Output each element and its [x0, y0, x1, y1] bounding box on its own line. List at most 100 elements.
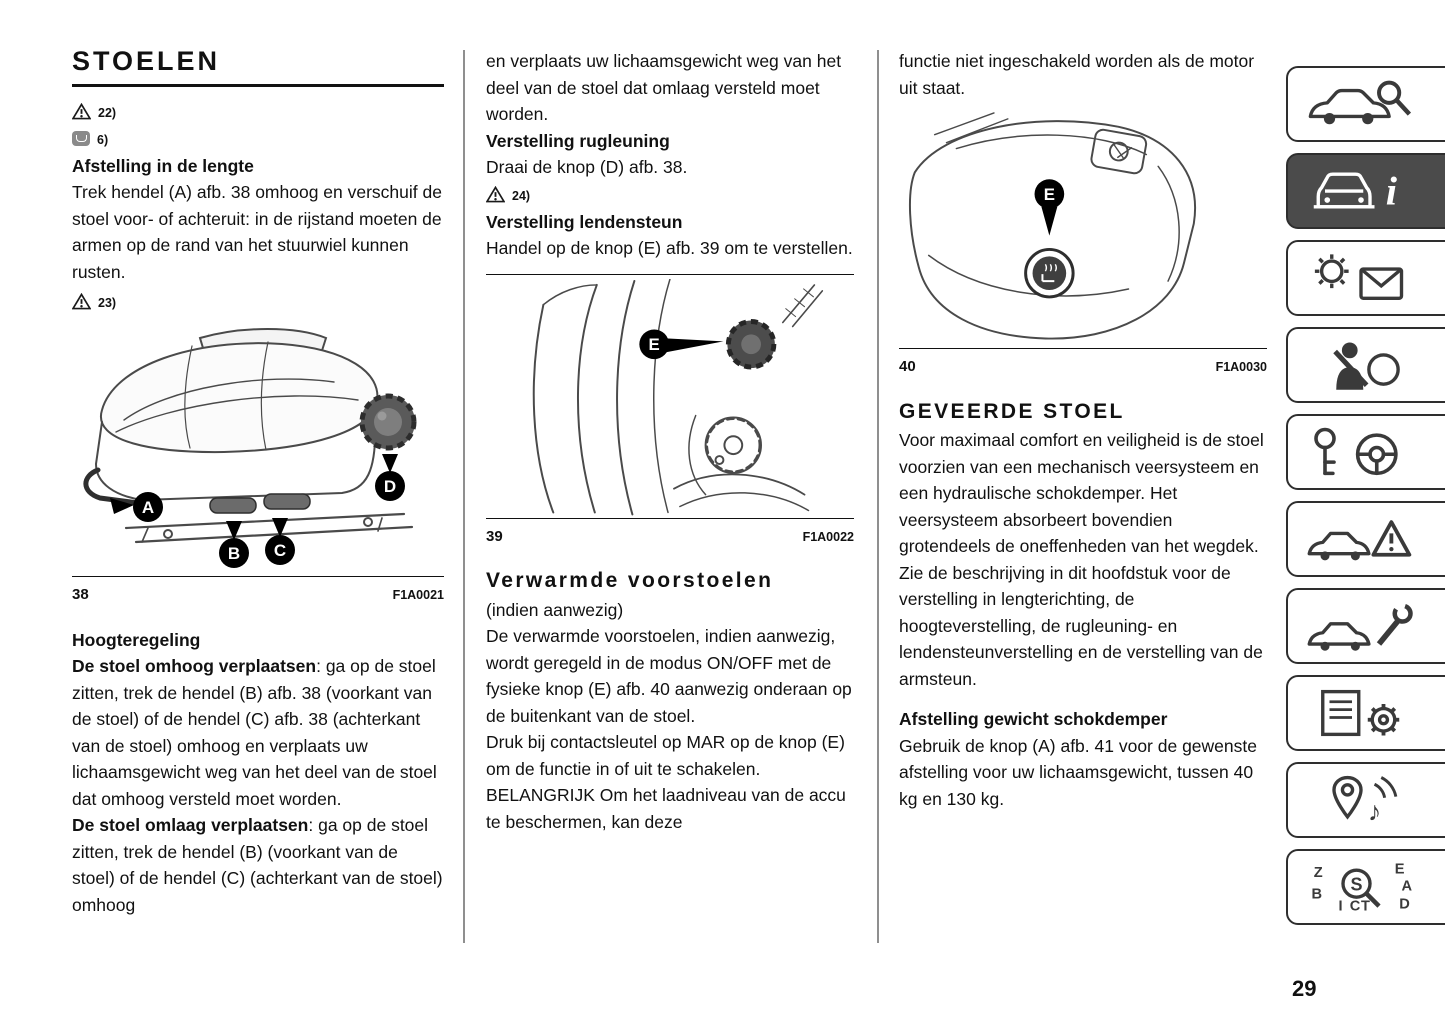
index-letter: A [1402, 878, 1413, 894]
paragraph-suspension-2: Zie de beschrijving in dit hoofdstuk voo… [899, 562, 1263, 689]
figure-39: E 39 F1A0022 [486, 273, 854, 551]
callout-b: B [228, 544, 240, 563]
warning-ref: 24) [512, 189, 531, 204]
bold-lead: De stoel omlaag verplaatsen [72, 815, 309, 835]
text: : ga op de stoel zitten, trek de hendel … [72, 815, 443, 915]
nav-tab-safety[interactable] [1286, 327, 1445, 403]
warning-ref: 23) [98, 295, 117, 310]
column-divider [463, 50, 465, 943]
multimedia-pin-note-icon: ♪ [1332, 775, 1398, 826]
index-letter: B [1312, 886, 1323, 902]
figure-number: 38 [72, 586, 89, 603]
figure-caption: 38 F1A0021 [72, 576, 444, 609]
figure-caption: 40 F1A0030 [899, 348, 1267, 381]
backrest-knob [359, 393, 417, 451]
figure-code: F1A0022 [802, 529, 854, 544]
heading-lumbar-adjustment: Verstelling lendensteun [486, 211, 683, 232]
warning-triangle-icon [72, 292, 91, 310]
section-title-heated-seats: Verwarmde voorstoelen [486, 569, 774, 593]
car-magnifier-icon [1308, 80, 1412, 125]
paragraph-heated-1: De verwarmde voorstoelen, indien aanwezi… [486, 626, 852, 726]
warning-ref-row: 24) [486, 182, 854, 208]
paragraph-continued: en verplaats uw lichaamsgewicht weg van … [486, 51, 842, 124]
nav-tab-emergency[interactable] [1286, 501, 1445, 577]
section-title-suspended-seat: GEVEERDE STOEL [899, 399, 1125, 423]
heading-backrest-adjustment: Verstelling rugleuning [486, 130, 670, 151]
index-letter: T [1361, 899, 1370, 914]
index-letter: E [1395, 862, 1405, 878]
warning-triangle-icon [72, 103, 91, 120]
nav-tab-maintenance[interactable] [1286, 588, 1445, 664]
caution-ref: 6) [97, 133, 109, 148]
figure-40: E 40 F1A0030 [899, 107, 1267, 381]
figure-38: A B C D 38 F1A0021 [72, 322, 444, 609]
rear-height-lever [263, 493, 311, 510]
chapter-nav-sidebar: i [1286, 66, 1445, 925]
heated-seat-button [1024, 247, 1075, 299]
paragraph-continued: functie niet ingeschakeld worden als de … [899, 51, 1255, 98]
car-warning-triangle-icon [1307, 520, 1412, 561]
column-divider [877, 50, 879, 943]
callout-e: E [649, 335, 660, 354]
figure-caption: 39 F1A0022 [486, 517, 854, 551]
index-letter: Z [1314, 865, 1323, 881]
seatbelt-person-icon [1333, 342, 1400, 390]
heading-height-adjustment: Hoogteregeling [72, 629, 201, 650]
nav-tab-index[interactable]: Z E A B C D T I S [1286, 849, 1445, 925]
warning-ref-row: 22) [72, 99, 444, 125]
key-steering-wheel-icon [1314, 427, 1398, 476]
column-left: STOELEN 22) 6) Afstelling in de lengte T… [72, 48, 444, 918]
column-right: functie niet ingeschakeld worden als de … [899, 48, 1267, 812]
callout-c: C [274, 541, 286, 560]
paragraph-weight: Gebruik de knop (A) afb. 41 voor de gewe… [899, 735, 1257, 809]
figure-number: 39 [486, 527, 503, 545]
nav-tab-starting-driving[interactable] [1286, 414, 1445, 490]
figure-code: F1A0030 [1215, 360, 1267, 375]
nav-tab-warning-lights[interactable] [1286, 240, 1445, 316]
paragraph-suspension-1: Voor maximaal comfort en veiligheid is d… [899, 430, 1264, 557]
car-info-icon: i [1313, 169, 1398, 214]
nav-tab-dashboard-info[interactable]: i [1286, 153, 1445, 229]
nav-tab-getting-to-know[interactable] [1286, 66, 1445, 142]
callout-d: D [384, 477, 396, 496]
paragraph-lumbar: Handel op de knop (E) afb. 39 om te vers… [486, 238, 853, 258]
lumbar-knob-illustration: E [532, 278, 824, 515]
car-wrench-icon [1307, 603, 1413, 651]
fig40-callouts: E [1034, 179, 1065, 236]
page-title: STOELEN [72, 48, 444, 87]
callout-a: A [142, 498, 154, 517]
warning-triangle-icon [486, 186, 505, 203]
page-number: 29 [1292, 976, 1317, 1001]
index-letter: I [1339, 899, 1343, 914]
figure-number: 40 [899, 358, 916, 376]
nav-tab-multimedia[interactable]: ♪ [1286, 762, 1445, 838]
subtitle-if-equipped: (indien aanwezig) [486, 599, 624, 620]
index-letter-s: S [1350, 874, 1362, 894]
heated-seat-button-illustration: E [908, 112, 1196, 340]
front-height-lever [209, 497, 257, 514]
heading-weight-adjustment: Afstelling gewicht schokdemper [899, 709, 1168, 730]
column-middle: en verplaats uw lichaamsgewicht weg van … [486, 48, 854, 835]
heading-length-adjustment: Afstelling in de lengte [72, 155, 254, 176]
caution-ref-row: 6) [72, 126, 444, 152]
paragraph-heated-3: BELANGRIJK Om het laadniveau van de accu… [486, 785, 846, 832]
callout-e: E [1044, 185, 1055, 204]
index-letter: D [1399, 896, 1410, 912]
index-letter: C [1350, 899, 1361, 914]
spec-sheet-gear-icon [1321, 689, 1400, 737]
text: : ga op de stoel zitten, trek de hendel … [72, 656, 437, 809]
warning-ref-row: 23) [72, 288, 444, 314]
paragraph-length-adjustment: Trek hendel (A) afb. 38 omhoog en versch… [72, 182, 442, 282]
fig39-callouts: E [639, 328, 724, 359]
music-note-glyph: ♪ [1368, 796, 1382, 826]
paragraph-backrest: Draai de knop (D) afb. 38. [486, 157, 688, 177]
vehicle-damage-icon [72, 131, 90, 146]
info-glyph: i [1386, 169, 1398, 214]
index-letters-icon: Z E A B C D T I S [1312, 862, 1413, 915]
fig38-callouts: A B C D [110, 454, 405, 568]
paragraph-seat-down: De stoel omlaag verplaatsen: ga op de st… [72, 812, 444, 918]
warning-light-envelope-icon [1314, 254, 1404, 300]
seat-adjustment-illustration: A B C D [83, 328, 417, 568]
nav-tab-technical-data[interactable] [1286, 675, 1445, 751]
